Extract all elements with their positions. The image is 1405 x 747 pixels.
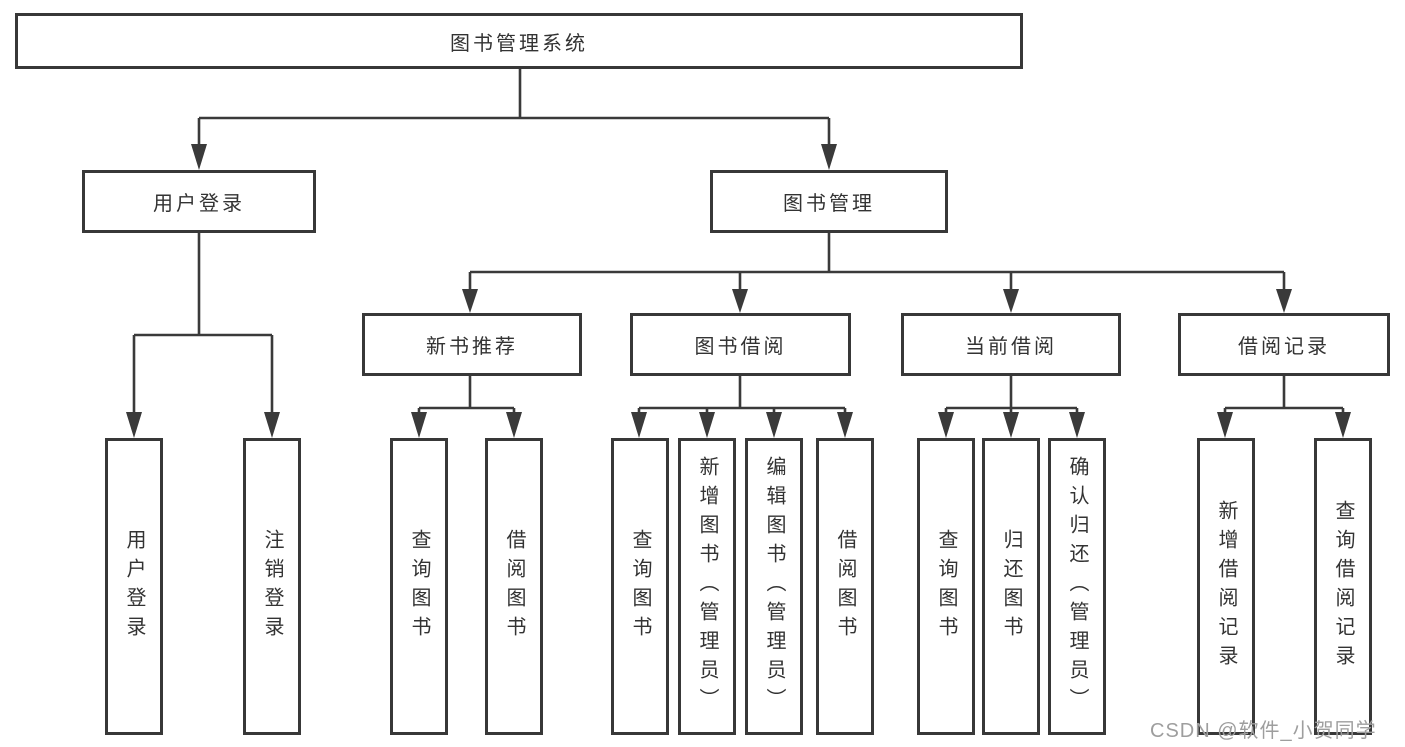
leaf-query-borrow-record-label: 查询借阅记录 (1332, 499, 1354, 674)
leaf-user-login: 用户登录 (105, 438, 163, 735)
node-user-login-label: 用户登录 (153, 193, 245, 215)
leaf-query-book-current: 查询图书 (917, 438, 975, 735)
node-user-login: 用户登录 (82, 170, 316, 233)
leaf-query-book-current-label: 查询图书 (935, 528, 957, 645)
node-current-borrow-label: 当前借阅 (965, 336, 1057, 358)
leaf-logout: 注销登录 (243, 438, 301, 735)
leaf-logout-label: 注销登录 (261, 528, 283, 645)
leaf-borrow-book: 借阅图书 (816, 438, 874, 735)
leaf-query-book-recommend: 查询图书 (390, 438, 448, 735)
csdn-watermark: CSDN @软件_小贺同学 (1150, 720, 1377, 742)
node-borrow-records-label: 借阅记录 (1238, 336, 1330, 358)
node-borrow-records: 借阅记录 (1178, 313, 1390, 376)
leaf-add-borrow-record-label: 新增借阅记录 (1215, 499, 1237, 674)
leaf-add-book-admin-label: 新增图书（管理员） (696, 456, 718, 717)
leaf-confirm-return-admin: 确认归还（管理员） (1048, 438, 1106, 735)
leaf-user-login-label: 用户登录 (123, 528, 145, 645)
node-current-borrow: 当前借阅 (901, 313, 1121, 376)
node-book-management: 图书管理 (710, 170, 948, 233)
leaf-edit-book-admin-label: 编辑图书（管理员） (763, 456, 785, 717)
node-book-borrow-label: 图书借阅 (694, 336, 787, 358)
node-new-book-recommend-label: 新书推荐 (426, 336, 518, 358)
leaf-query-borrow-record: 查询借阅记录 (1314, 438, 1372, 735)
leaf-edit-book-admin: 编辑图书（管理员） (745, 438, 803, 735)
leaf-query-book-borrow-label: 查询图书 (629, 528, 651, 645)
leaf-add-book-admin: 新增图书（管理员） (678, 438, 736, 735)
leaf-borrow-book-label: 借阅图书 (834, 528, 856, 645)
leaf-query-book-borrow: 查询图书 (611, 438, 669, 735)
leaf-borrow-book-recommend: 借阅图书 (485, 438, 543, 735)
leaf-add-borrow-record: 新增借阅记录 (1197, 438, 1255, 735)
connector-paths (132, 69, 1345, 414)
node-book-borrow: 图书借阅 (630, 313, 851, 376)
node-root: 图书管理系统 (15, 13, 1023, 69)
leaf-query-book-recommend-label: 查询图书 (408, 528, 430, 645)
leaf-borrow-book-recommend-label: 借阅图书 (503, 528, 525, 645)
node-book-management-label: 图书管理 (783, 193, 875, 215)
leaf-return-book: 归还图书 (982, 438, 1040, 735)
leaf-return-book-label: 归还图书 (1000, 528, 1022, 645)
node-root-label: 图书管理系统 (450, 32, 588, 55)
leaf-confirm-return-admin-label: 确认归还（管理员） (1066, 456, 1088, 717)
node-new-book-recommend: 新书推荐 (362, 313, 582, 376)
arrowheads (126, 144, 1351, 438)
